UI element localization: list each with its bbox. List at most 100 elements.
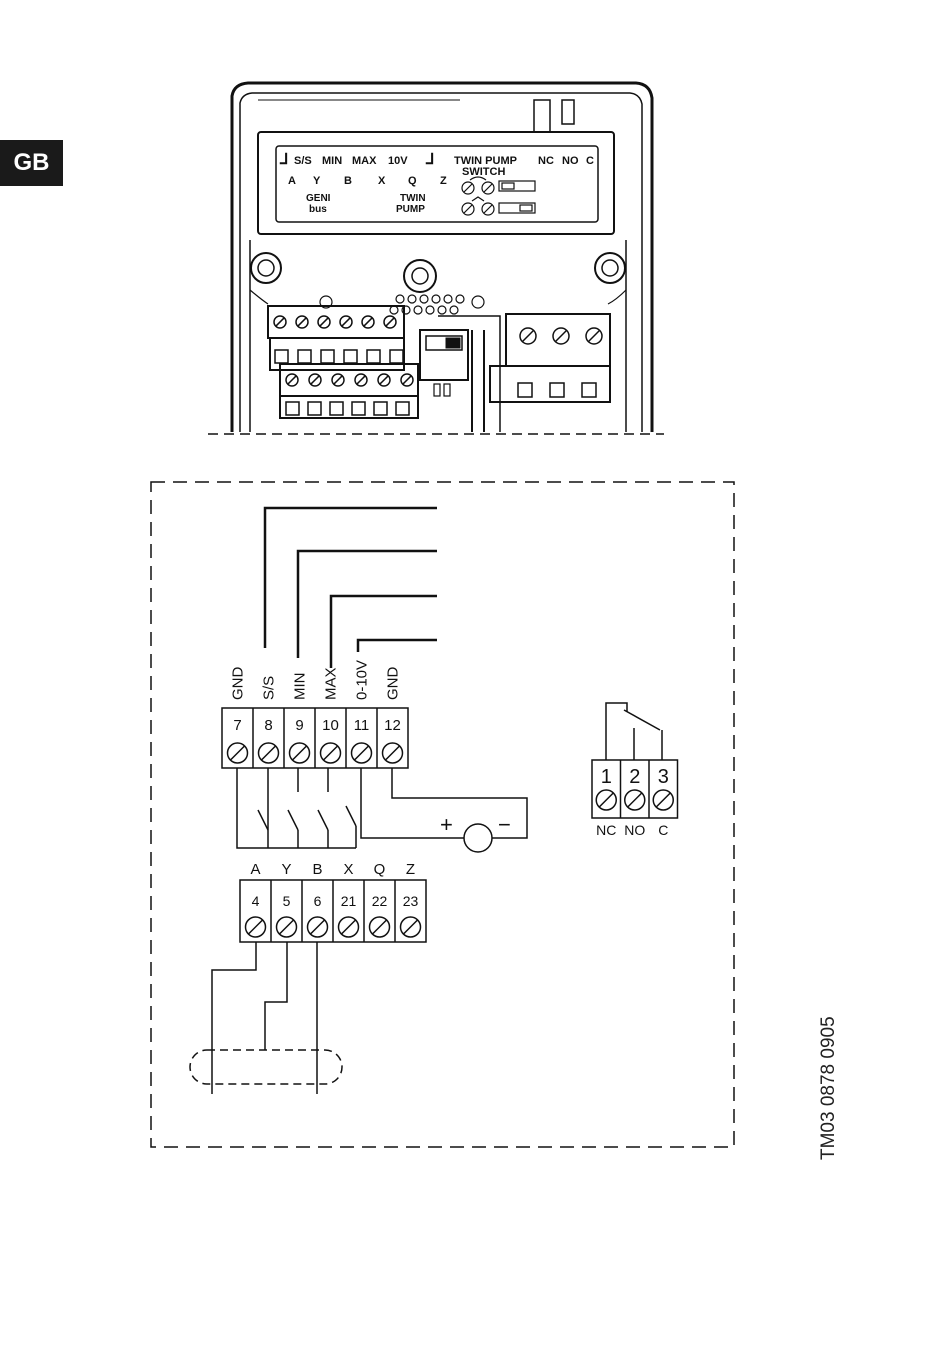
terminal-function-label: Y [281,861,291,878]
relay-screw-icon [596,790,616,810]
terminal-screw-icon [370,917,390,937]
terminal-screw-icon [321,743,341,763]
terminal-number: 10 [322,717,339,734]
front-lower-window [308,402,321,415]
signal-source-icon [464,824,492,852]
terminal-function-label: X [343,861,353,878]
relay-contact-wiring [606,703,662,760]
minus-sign: − [498,812,511,837]
front-upper-window [321,350,334,363]
twin-pump-switch-icons [462,177,535,215]
panel-label-x: X [378,175,386,187]
terminal-screw-icon [290,743,310,763]
terminal-function-label: S/S [261,676,278,700]
terminal-screw-icon [308,917,328,937]
terminal-screw-icon [259,743,279,763]
relay-function-label: C [658,822,668,838]
terminal-screw-icon [339,917,359,937]
terminal-number: 23 [403,893,419,909]
panel-label-a: A [288,175,296,187]
relay-function-label: NO [624,822,645,838]
terminal-number: 7 [233,717,241,734]
front-relay-window [518,383,532,397]
front-lower-screw-icon [401,374,413,386]
control-wires [265,508,437,668]
bus-cable-shield [190,1050,342,1084]
terminal-function-label: Q [374,861,386,878]
front-upper-window [367,350,380,363]
panel-label-twin: TWIN [400,193,426,204]
front-lower-window [374,402,387,415]
terminal-function-label: MAX [323,667,340,700]
terminal-function-label: 0-10V [354,660,371,700]
front-lower-screw-icon [309,374,321,386]
terminal-number: 9 [295,717,303,734]
front-upper-screw-icon [318,316,330,328]
control-box-housing [232,83,652,432]
terminal-function-label: MIN [292,673,309,701]
front-lower-window [352,402,365,415]
switch-wiring [237,768,356,848]
terminal-screw-icon [352,743,372,763]
panel-label-geni: GENI [306,193,331,204]
front-lower-window [396,402,409,415]
front-upper-window [298,350,311,363]
front-upper-screw-icon [274,316,286,328]
panel-label-no: NO [562,155,579,167]
terminal-number: 6 [314,893,322,909]
terminal-function-label: GND [230,667,247,701]
panel-label-text: ⅃ S/S MIN MAX 10V ⅃ TWIN PUMP SWITCH NC … [279,151,594,215]
panel-label-10v: 10V [388,155,408,167]
terminal-number: 5 [283,893,291,909]
terminal-screw-icon [246,917,266,937]
panel-label-z: Z [440,175,447,187]
analog-source-wiring [361,768,527,852]
terminal-screw-icon [383,743,403,763]
terminal-screw-icon [277,917,297,937]
panel-label-nc: NC [538,155,554,167]
front-lower-screw-icon [286,374,298,386]
terminal-function-label: B [312,861,322,878]
relay-screw-icon [653,790,673,810]
front-upper-window [390,350,403,363]
panel-label-pump: PUMP [396,204,425,215]
panel-label-switch: SWITCH [462,166,505,178]
front-upper-window [275,350,288,363]
terminal-screw-icon [228,743,248,763]
relay-function-label: NC [596,822,616,838]
panel-label-bus: bus [309,204,327,215]
front-lower-screw-icon [332,374,344,386]
terminal-function-label: GND [385,667,402,701]
panel-label-s-s: S/S [294,155,312,167]
front-relay-screw-icon [520,328,536,344]
front-lower-window [286,402,299,415]
relay-terminal-strip: 1NC 2NO 3C [592,760,678,838]
front-lower-screw-icon [378,374,390,386]
panel-label-c: C [586,155,594,167]
terminal-number: 8 [264,717,272,734]
geni-bus-wiring [190,942,342,1094]
relay-screw-icon [625,790,645,810]
terminal-number: 12 [384,717,401,734]
front-upper-window [344,350,357,363]
relay-terminal-number: 2 [629,766,640,788]
svg-text:⅃: ⅃ [425,151,434,168]
terminal-function-label: Z [406,861,415,878]
front-relay-screw-icon [586,328,602,344]
front-upper-screw-icon [384,316,396,328]
panel-label-min: MIN [322,155,342,167]
front-lower-window [330,402,343,415]
plus-sign: + [440,812,453,837]
terminal-number: 21 [341,893,357,909]
front-lower-screw-icon [355,374,367,386]
panel-label-b: B [344,175,352,187]
relay-terminal-number: 3 [658,766,669,788]
terminal-number: 4 [252,893,260,909]
drawing-code: TM03 0878 0905 [818,1080,842,1160]
terminal-number: 22 [372,893,388,909]
relay-terminal-number: 1 [601,766,612,788]
panel-label-y: Y [313,175,321,187]
